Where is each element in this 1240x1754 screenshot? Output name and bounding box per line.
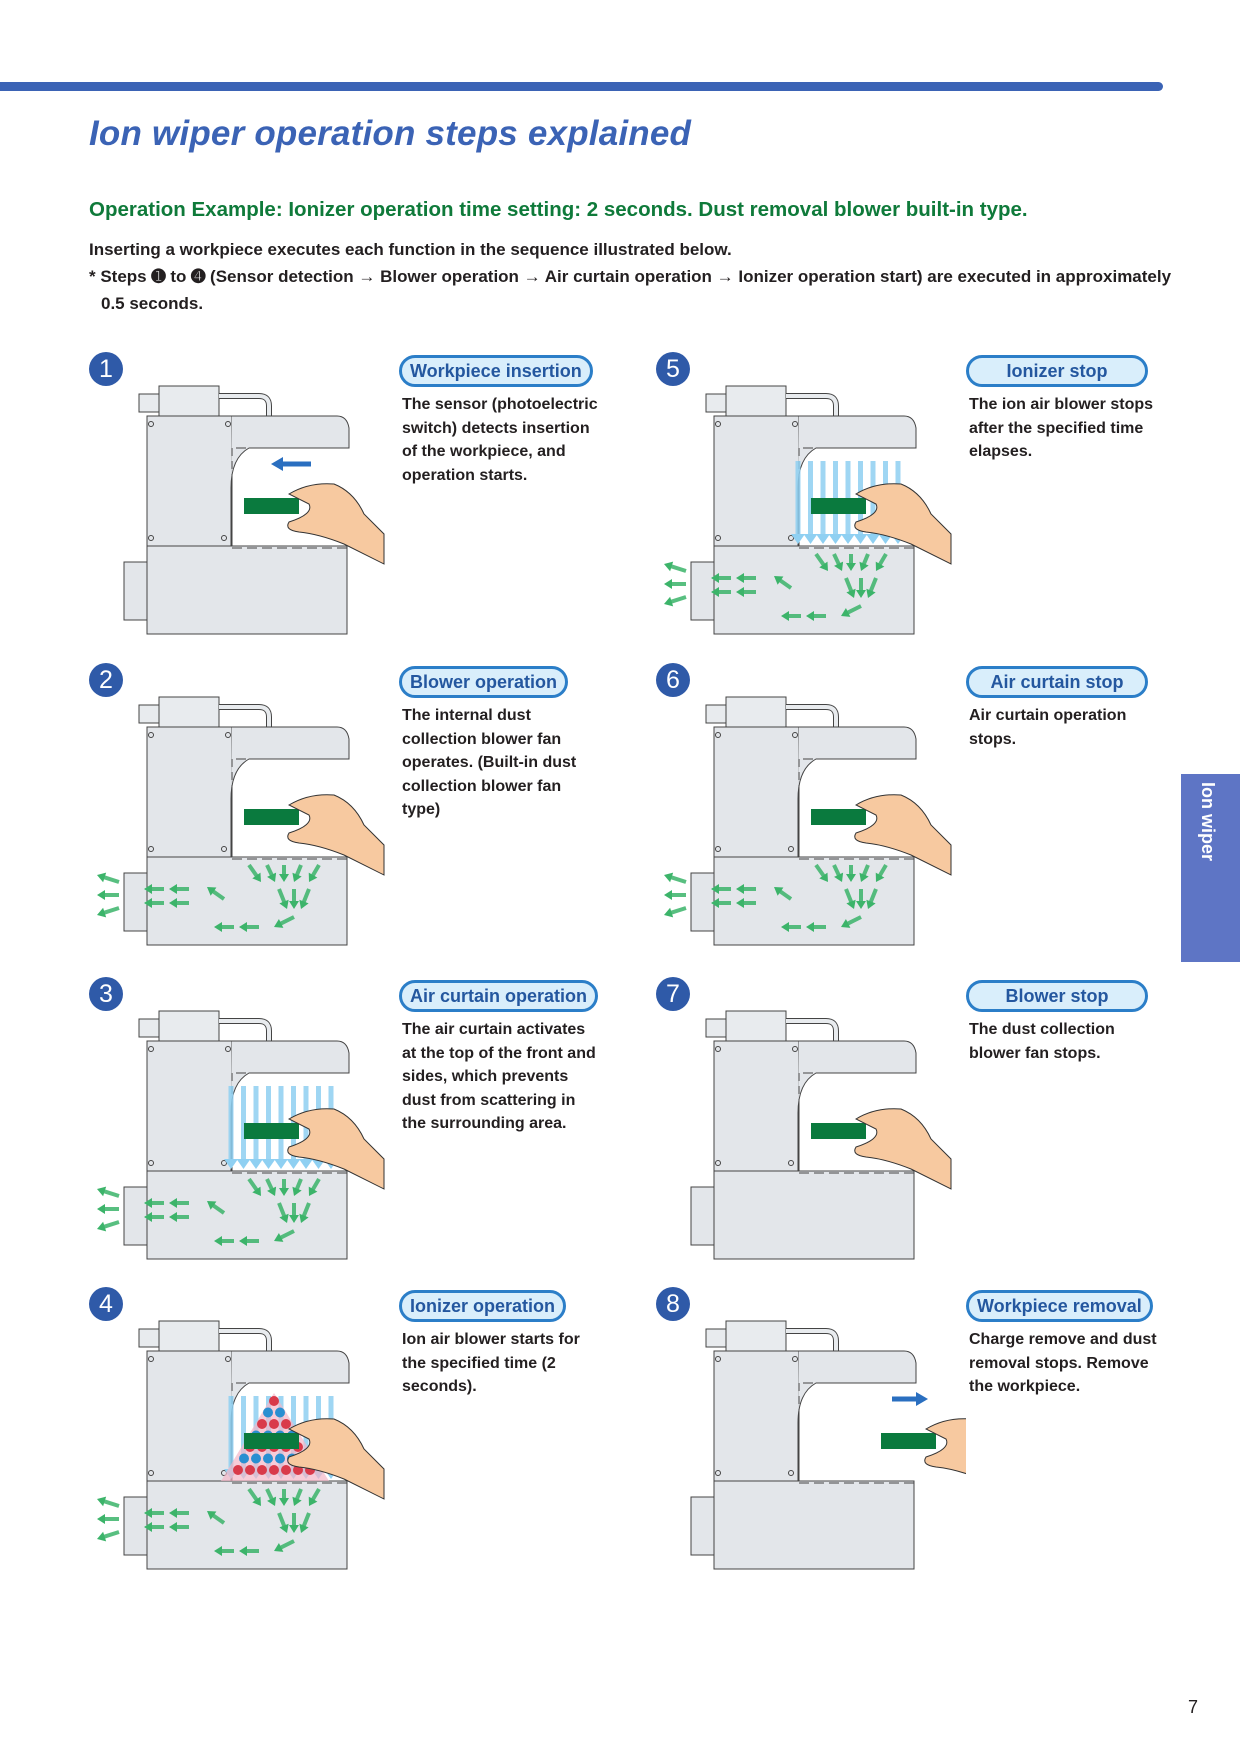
ion-wiper-illustration (690, 1010, 952, 1260)
section-side-tab[interactable]: Ion wiper (1181, 774, 1240, 962)
intro-line: Inserting a workpiece executes each func… (89, 240, 732, 259)
ion-wiper-illustration (97, 1010, 385, 1260)
step-description: The dust collection blower fan stops. (969, 1021, 1115, 1062)
intro-text: Inserting a workpiece executes each func… (89, 236, 1176, 317)
ion-wiper-illustration (690, 1320, 966, 1570)
step-number-badge: 4 (89, 1287, 123, 1321)
step-number-badge: 8 (656, 1287, 690, 1321)
ion-wiper-illustration (97, 696, 385, 946)
timing-note: * Steps ➊ to ➍ (Sensor detection → Blowe… (89, 267, 1172, 313)
step-description: The air curtain activates at the top of … (402, 1021, 596, 1132)
header-rule (0, 82, 1163, 91)
step-description: Charge remove and dust removal stops. Re… (969, 1331, 1157, 1395)
step-label: Blower operation (399, 666, 569, 698)
step-panel: 6 Air curtain stop Air curtain operation… (656, 663, 1216, 963)
step-panel: 5 Ionizer stop The ion air blower stops … (656, 352, 1216, 652)
ion-wiper-illustration (97, 1320, 385, 1570)
step-number-badge: 5 (656, 352, 690, 386)
step-number-badge: 1 (89, 352, 123, 386)
step-number-badge: 7 (656, 977, 690, 1011)
step-description: Ion air blower starts for the specified … (402, 1331, 580, 1395)
step-panel: 1 Workpiece insertion The sensor (photoe… (89, 352, 649, 652)
step-number-badge: 6 (656, 663, 690, 697)
step-number-badge: 2 (89, 663, 123, 697)
step-description: The internal dust collection blower fan … (402, 707, 577, 818)
step-label: Air curtain stop (966, 666, 1148, 698)
operation-example-heading: Operation Example: Ionizer operation tim… (89, 198, 1028, 221)
ion-wiper-illustration (664, 385, 952, 635)
step-label: Workpiece removal (966, 1290, 1153, 1322)
step-number-badge: 3 (89, 977, 123, 1011)
step-description: The sensor (photoelectric switch) detect… (402, 396, 598, 484)
step-label: Workpiece insertion (399, 355, 593, 387)
step-label: Ionizer operation (399, 1290, 567, 1322)
page-title: Ion wiper operation steps explained (89, 114, 692, 153)
page-number: 7 (1188, 1697, 1199, 1717)
step-description: Air curtain operation stops. (969, 707, 1127, 748)
step-panel: 2 Blower operation The internal dust col… (89, 663, 649, 963)
step-label: Air curtain operation (399, 980, 599, 1012)
step-panel: 8 Workpiece removal Charge remove and du… (656, 1287, 1216, 1587)
step-description: The ion air blower stops after the speci… (969, 396, 1154, 460)
step-panel: 7 Blower stop The dust collection blower… (656, 977, 1216, 1277)
step-panel: 3 Air curtain operation The air curtain … (89, 977, 649, 1277)
step-panel: 4 Ionizer operation Ion air blower start… (89, 1287, 649, 1587)
step-label: Ionizer stop (966, 355, 1148, 387)
ion-wiper-illustration (123, 385, 385, 635)
ion-wiper-illustration (664, 696, 952, 946)
side-tab-label: Ion wiper (1198, 782, 1218, 862)
step-label: Blower stop (966, 980, 1148, 1012)
